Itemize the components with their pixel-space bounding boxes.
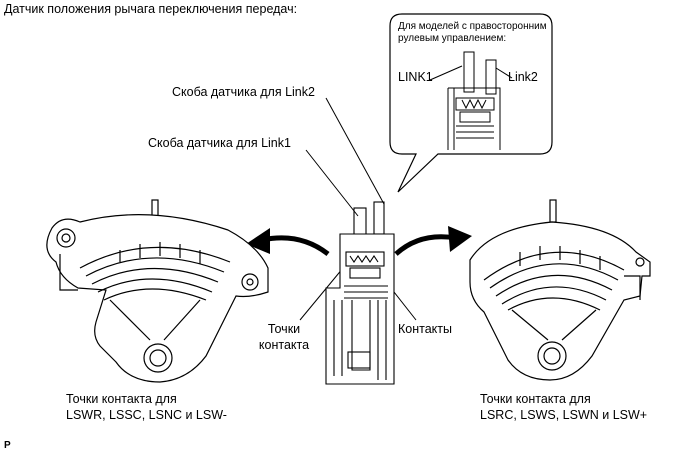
right-switch-drawing	[469, 199, 651, 381]
inset-sensor-drawing	[429, 51, 513, 150]
label-contact-points-line1: Точки	[267, 322, 301, 336]
right-caption-line2: LSRC, LSWS, LSWN и LSW+	[480, 408, 648, 422]
label-bracket-link1: Скоба датчика для Link1	[148, 136, 291, 150]
left-caption-line2: LSWR, LSSC, LSNC и LSW-	[66, 408, 227, 422]
left-switch-drawing	[46, 199, 269, 383]
label-contacts: Контакты	[398, 322, 452, 336]
right-caption-line1: Точки контакта для	[480, 392, 591, 406]
inset-note-line2: рулевым управлением:	[398, 33, 507, 44]
center-sensor	[325, 201, 395, 385]
inset-note-line1: Для моделей с правосторонним	[398, 21, 547, 32]
right-arrow-head	[448, 226, 472, 252]
inset-label-link1: LINK1	[398, 70, 433, 84]
left-caption-line1: Точки контакта для	[66, 392, 177, 406]
label-bracket-link2: Скоба датчика для Link2	[172, 85, 315, 99]
label-contact-points-line2: контакта	[258, 338, 310, 352]
diagram-title: Датчик положения рычага переключения пер…	[4, 2, 298, 16]
corner-mark: P	[4, 440, 11, 451]
left-arrow-head	[246, 228, 270, 254]
inset-label-link2: Link2	[508, 70, 538, 84]
